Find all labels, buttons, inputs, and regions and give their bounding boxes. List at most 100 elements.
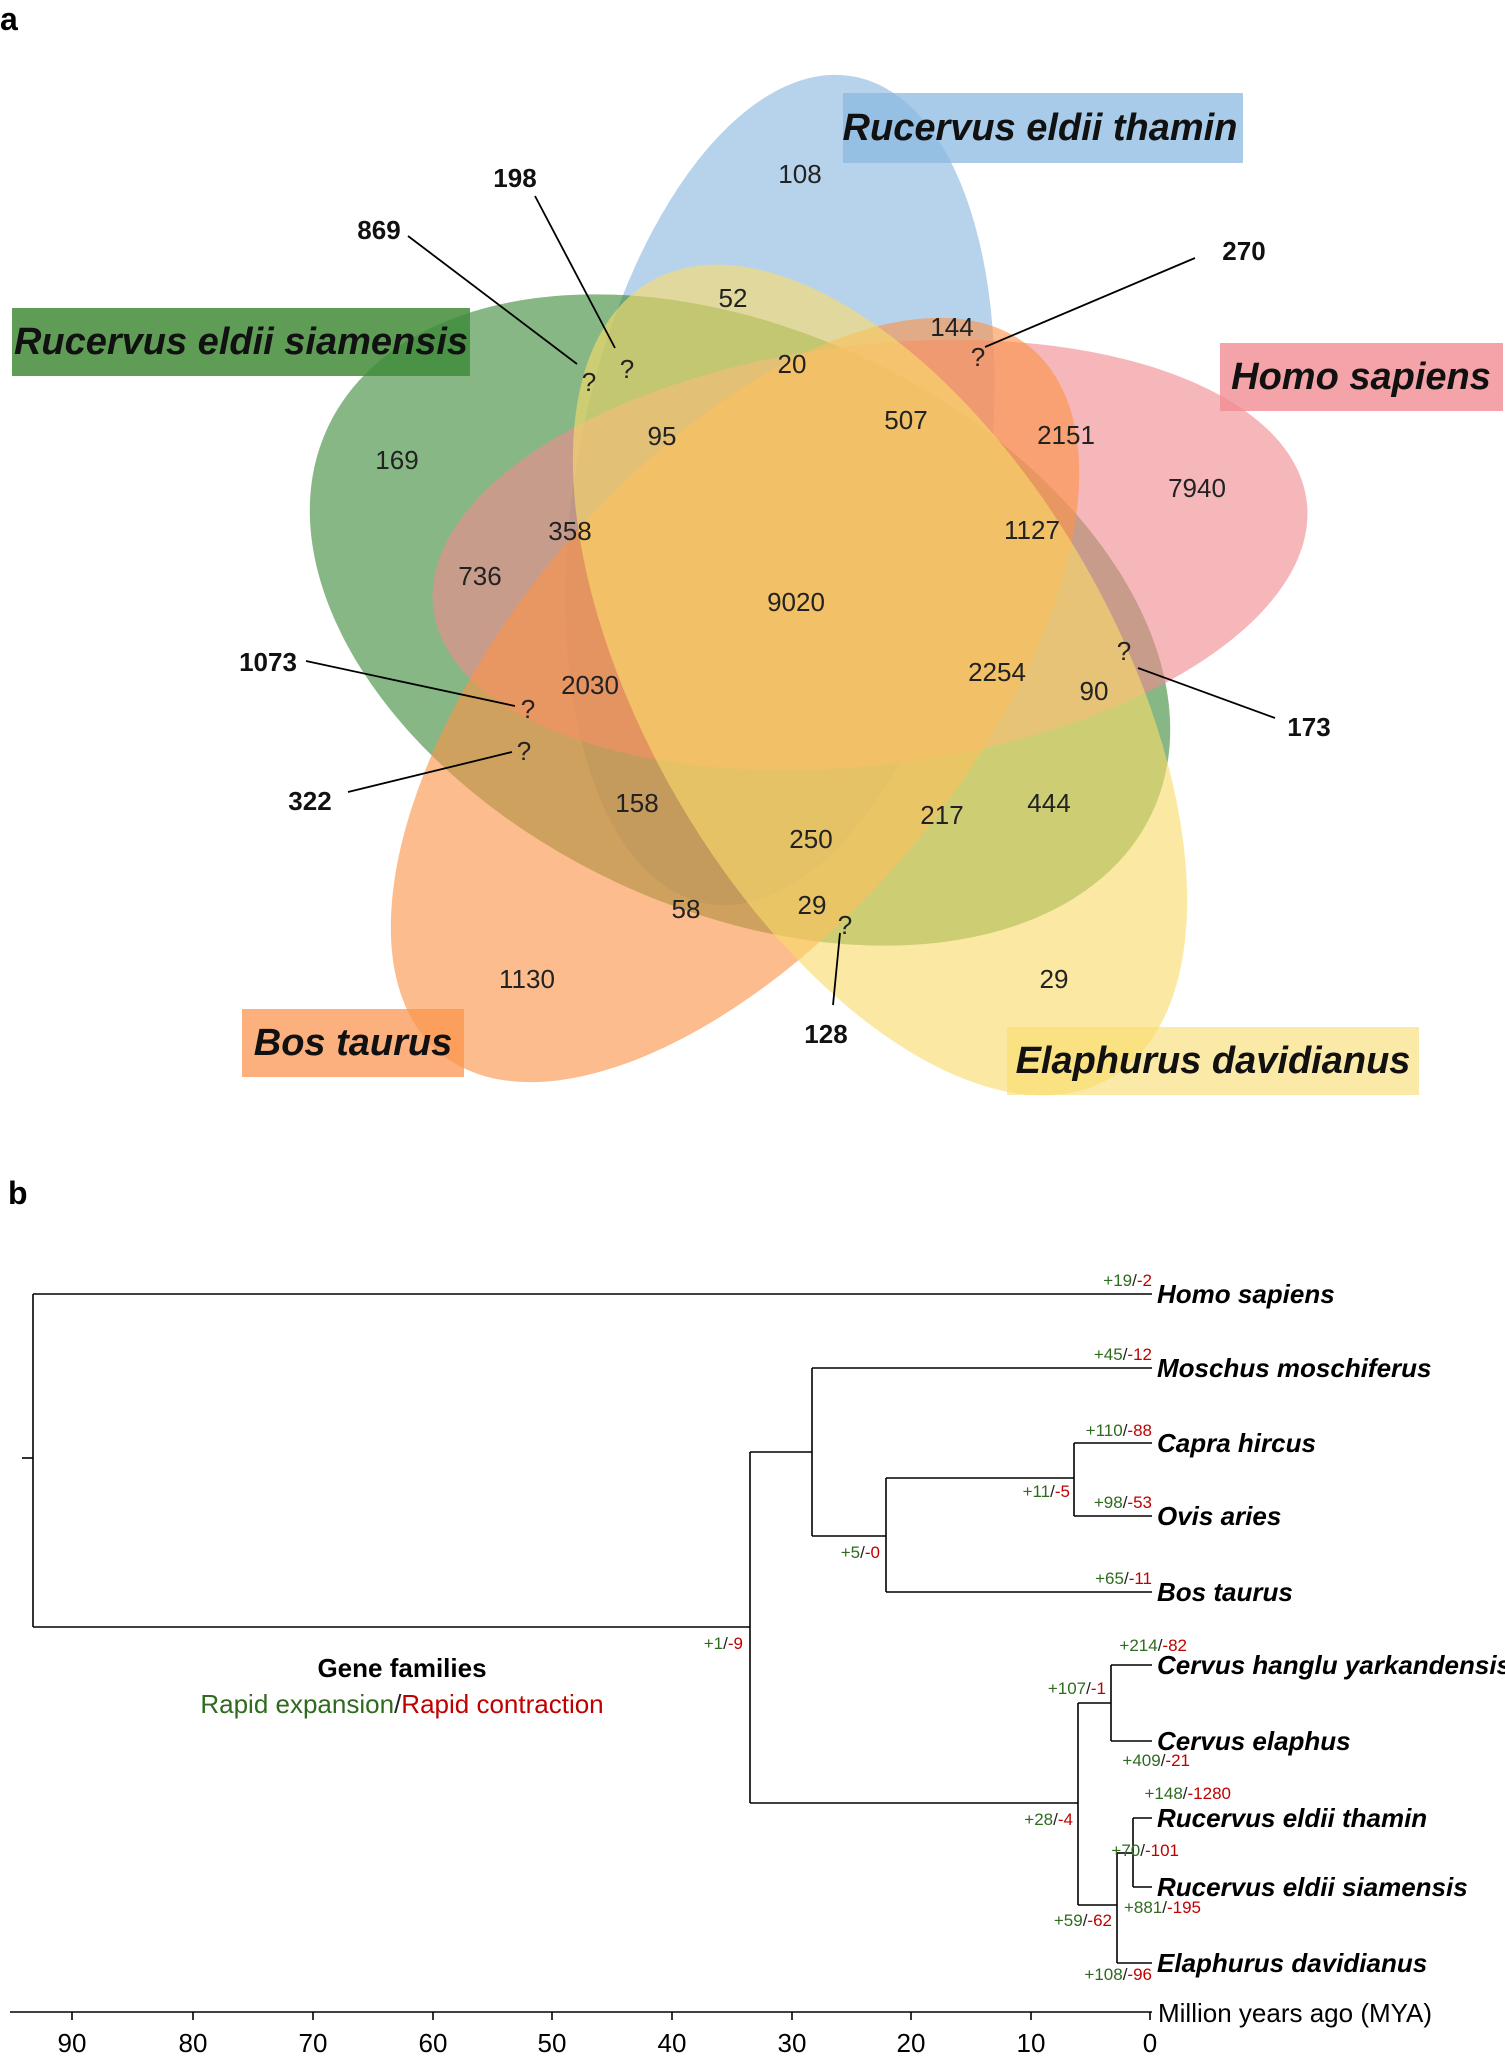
leaf-change-label: +409/-21 [1122, 1751, 1190, 1770]
callout-marker: ? [521, 694, 535, 724]
phylogenetic-tree [22, 1293, 1152, 1964]
ellipse-elaphurus [572, 264, 1188, 1096]
axis-tick-label: 10 [1017, 2028, 1046, 2058]
node-change-label: +70/-101 [1111, 1841, 1179, 1860]
node-change-label: +59/-62 [1054, 1911, 1112, 1930]
region-count: 507 [884, 405, 927, 435]
callout-270: ? 270 [971, 236, 1266, 372]
legend-title: Gene families [317, 1653, 486, 1683]
leaf-change-label: +98/-53 [1094, 1493, 1152, 1512]
callout-198: ? 198 [493, 163, 634, 384]
leaf-name: Bos taurus [1157, 1577, 1293, 1607]
time-axis: 90 80 70 60 50 40 30 20 10 0 Million yea… [10, 1998, 1432, 2058]
region-count: 58 [672, 894, 701, 924]
axis-tick-label: 70 [299, 2028, 328, 2058]
region-count: 29 [1040, 964, 1069, 994]
leaf-name: Cervus hanglu yarkandensis [1157, 1650, 1505, 1680]
leaf-name: Cervus elaphus [1157, 1726, 1351, 1756]
callout-marker: ? [838, 910, 852, 940]
region-count: 2030 [561, 670, 619, 700]
tree-leaves: Homo sapiens Moschus moschiferus Capra h… [1157, 1279, 1505, 1978]
node-change-label: +1/-9 [704, 1634, 743, 1653]
callout-value: 270 [1222, 236, 1265, 266]
node-change-label: +28/-4 [1024, 1810, 1073, 1829]
callout-value: 173 [1287, 712, 1330, 742]
axis-tick-label: 40 [658, 2028, 687, 2058]
axis-tick-label: 0 [1143, 2028, 1157, 2058]
legend-expansion: Rapid expansion [200, 1689, 394, 1719]
set-name-homo: Homo sapiens [1231, 356, 1491, 398]
branch-labels: +19/-2 +45/-12 +110/-88 +98/-53 +65/-11 … [704, 1271, 1231, 1984]
leaf-name: Ovis aries [1157, 1501, 1281, 1531]
leaf-change-label: +19/-2 [1103, 1271, 1152, 1290]
callout-marker: ? [1117, 636, 1131, 666]
callout-128: ? 128 [804, 910, 852, 1049]
region-count: 217 [920, 800, 963, 830]
region-count: 9020 [767, 587, 825, 617]
node-change-label: +11/-5 [1023, 1482, 1070, 1501]
callout-value: 128 [804, 1019, 847, 1049]
region-count: 1127 [1004, 515, 1060, 545]
axis-tick-label: 60 [419, 2028, 448, 2058]
region-count: 7940 [1168, 473, 1226, 503]
leaf-name: Homo sapiens [1157, 1279, 1335, 1309]
callout-value: 869 [357, 215, 400, 245]
region-count: 29 [798, 890, 827, 920]
leaf-name: Rucervus eldii thamin [1157, 1803, 1427, 1833]
axis-tick-label: 30 [778, 2028, 807, 2058]
label-bg-homo [1220, 343, 1503, 411]
node-change-label: +107/-1 [1048, 1679, 1106, 1698]
leaf-change-label: +214/-82 [1119, 1636, 1187, 1655]
leaf-change-label: +148/-1280 [1144, 1784, 1231, 1803]
axis-title: Million years ago (MYA) [1158, 1998, 1432, 2028]
leaf-name: Moschus moschiferus [1157, 1353, 1432, 1383]
legend-contraction: Rapid contraction [401, 1689, 603, 1719]
callout-value: 198 [493, 163, 536, 193]
callout-marker: ? [582, 367, 596, 397]
leaf-name: Capra hircus [1157, 1428, 1316, 1458]
region-count: 736 [458, 561, 501, 591]
region-count: 169 [375, 445, 418, 475]
set-name-thamin: Rucervus eldii thamin [843, 107, 1238, 149]
callout-marker: ? [620, 354, 634, 384]
region-count: 52 [719, 283, 748, 313]
axis-tick-label: 50 [538, 2028, 567, 2058]
callout-173: ? 173 [1117, 636, 1331, 742]
region-count: 444 [1027, 788, 1070, 818]
axis-tick-label: 80 [179, 2028, 208, 2058]
region-count: 1130 [499, 964, 555, 994]
callout-value: 1073 [239, 647, 297, 677]
leaf-change-label: +881/-195 [1124, 1898, 1201, 1917]
leaf-name: Rucervus eldii siamensis [1157, 1872, 1468, 1902]
region-count: 158 [615, 788, 658, 818]
venn-diagram: Rucervus eldii thamin Rucervus eldii sia… [12, 74, 1503, 1096]
region-count: 2254 [968, 657, 1026, 687]
set-name-siamensis: Rucervus eldii siamensis [14, 321, 468, 363]
legend-subtitle: Rapid expansion/Rapid contraction [200, 1689, 603, 1719]
axis-ticks [71, 2012, 1151, 2020]
axis-tick-label: 90 [58, 2028, 87, 2058]
callout-869: ? 869 [357, 215, 596, 397]
region-count: 250 [789, 824, 832, 854]
panel-b-label: b [8, 1175, 28, 1211]
region-count: 358 [548, 516, 591, 546]
tree-legend: Gene families Rapid expansion/Rapid cont… [200, 1653, 603, 1719]
leaf-name: Elaphurus davidianus [1157, 1948, 1427, 1978]
leaf-change-label: +45/-12 [1094, 1345, 1152, 1364]
region-count: 90 [1080, 676, 1109, 706]
set-name-elaphurus: Elaphurus davidianus [1016, 1040, 1411, 1082]
leaf-change-label: +65/-11 [1095, 1569, 1152, 1588]
region-count: 2151 [1037, 420, 1095, 450]
region-count: 108 [778, 159, 821, 189]
callout-value: 322 [288, 786, 331, 816]
leaf-change-label: +108/-96 [1084, 1965, 1152, 1984]
region-count: 144 [930, 312, 973, 342]
callout-marker: ? [971, 342, 985, 372]
panel-a-label: a [0, 1, 18, 37]
leaf-change-label: +110/-88 [1086, 1421, 1152, 1440]
callout-322: ? 322 [288, 736, 531, 816]
region-count: 95 [648, 421, 677, 451]
node-change-label: +5/-0 [841, 1543, 880, 1562]
axis-tick-label: 20 [897, 2028, 926, 2058]
